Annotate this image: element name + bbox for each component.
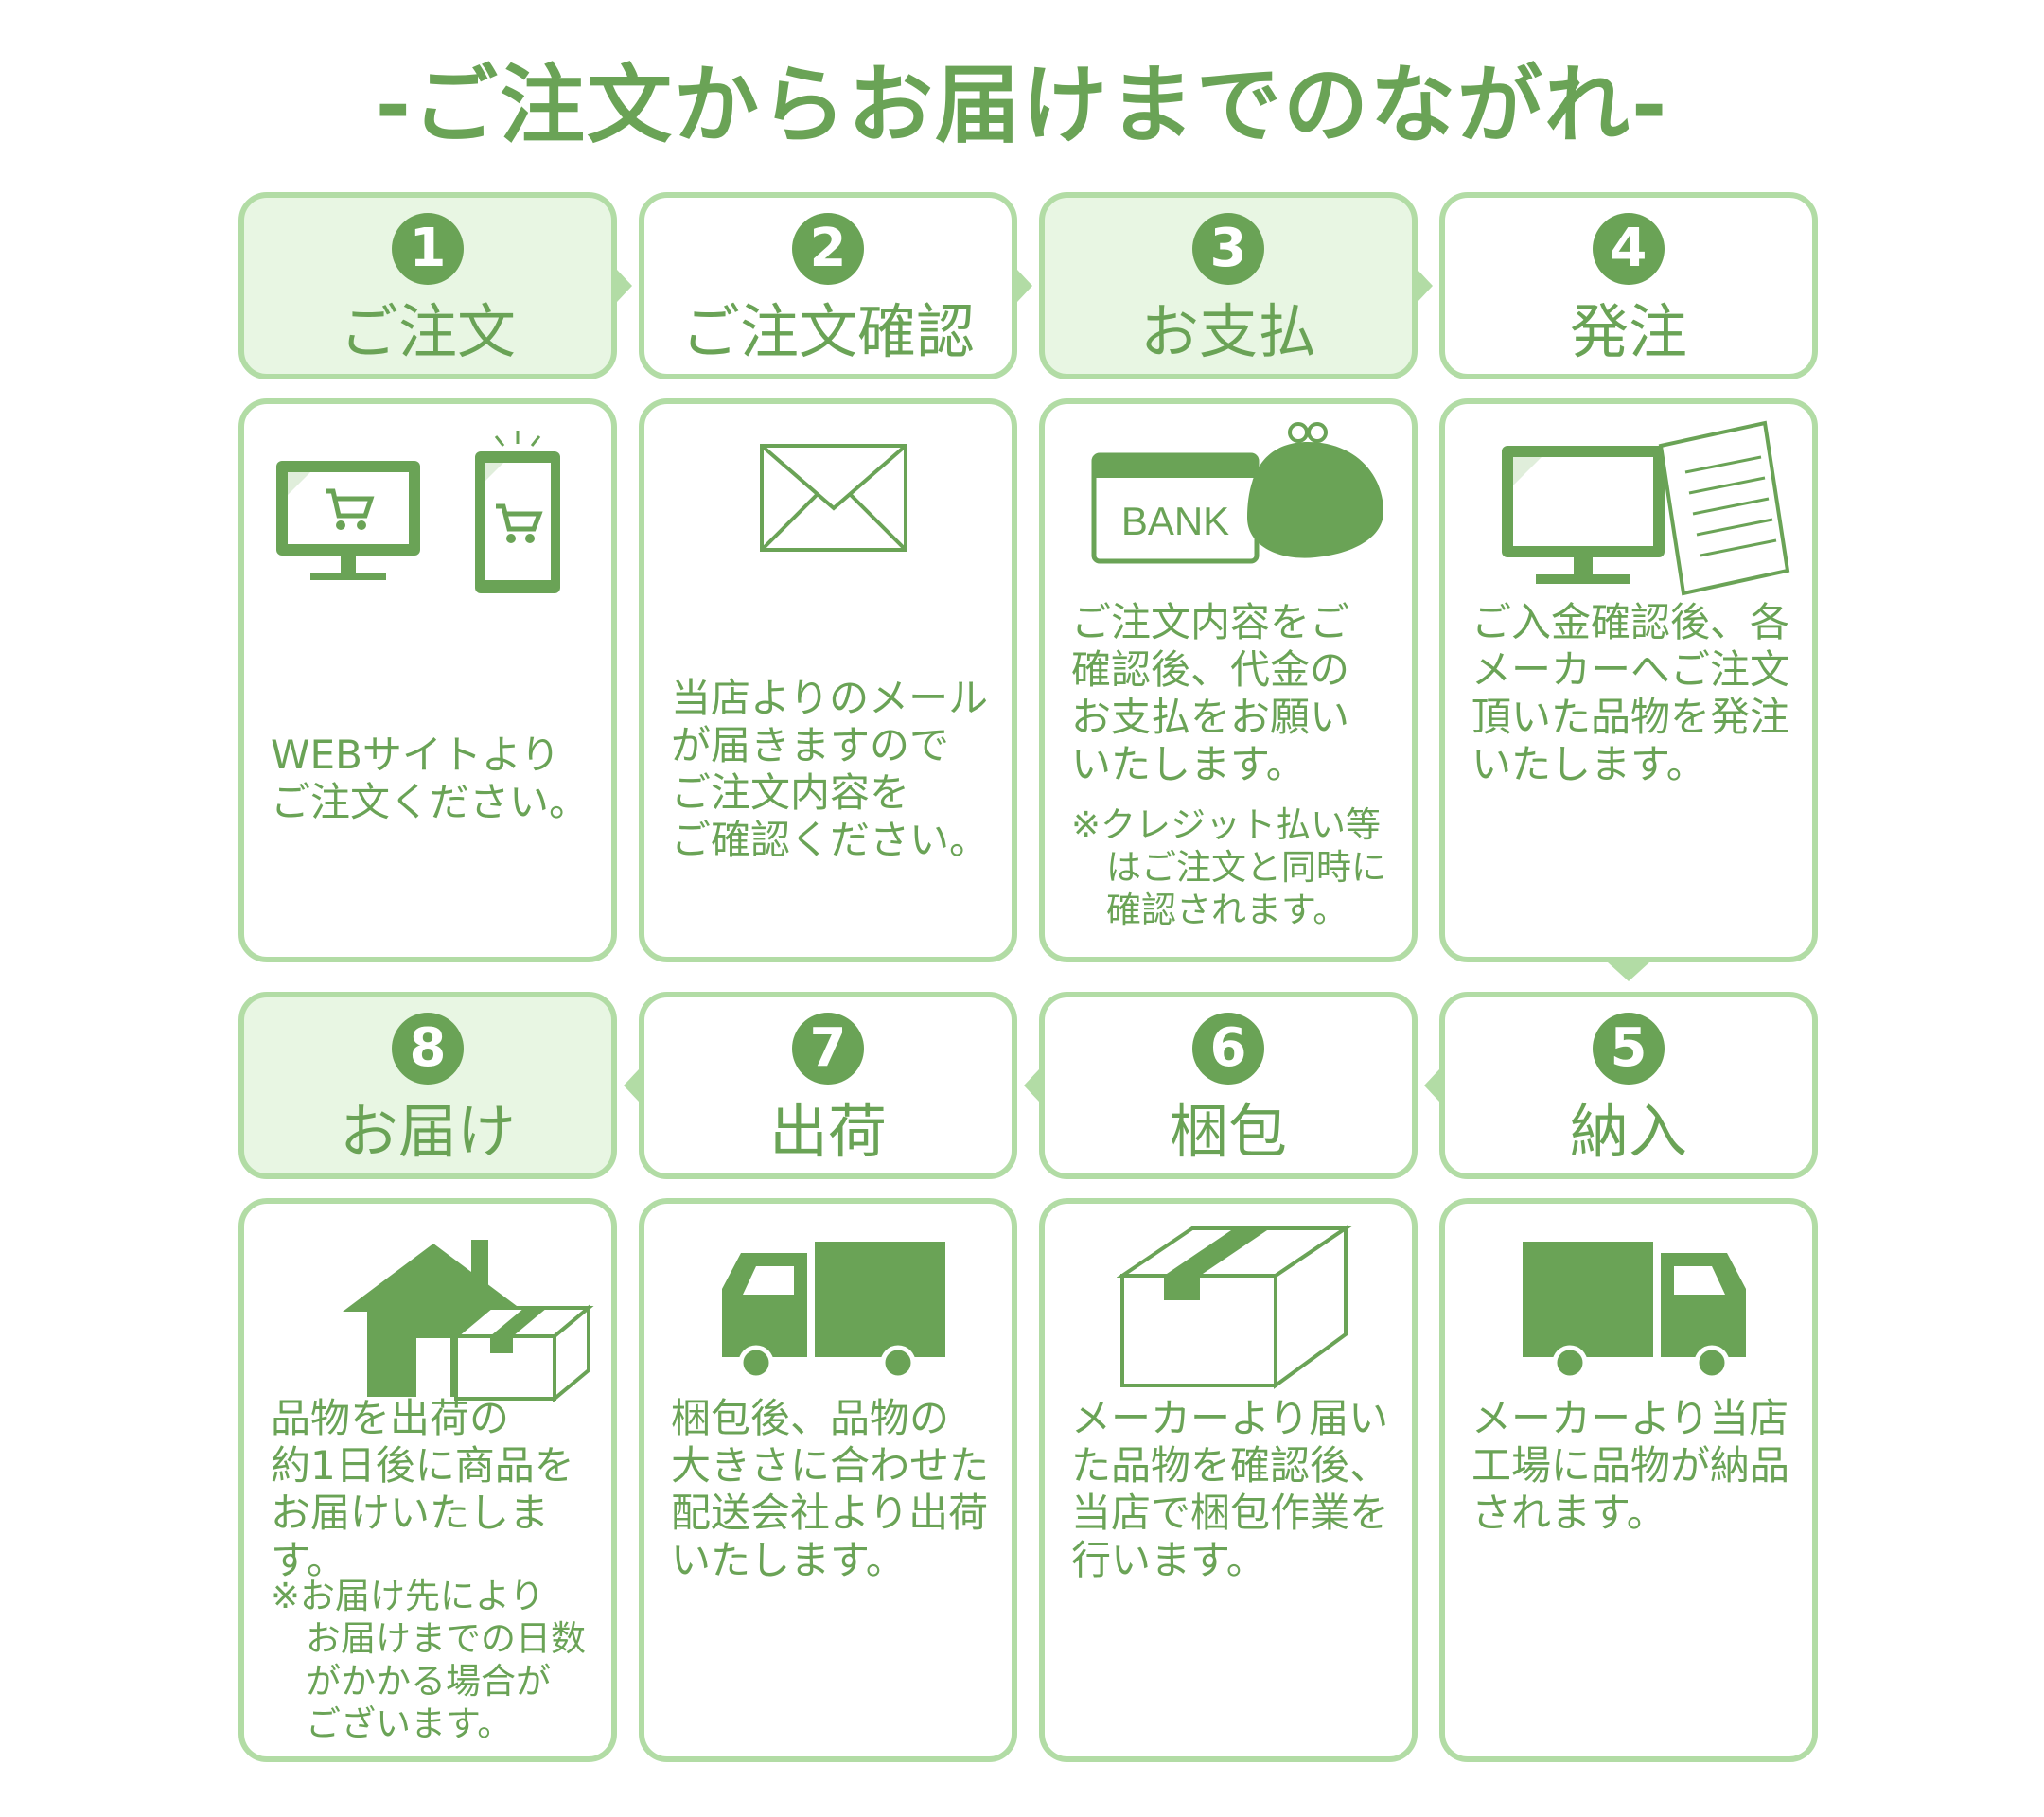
bank-label: BANK — [1121, 499, 1229, 543]
step-label: 発注 — [1569, 297, 1687, 366]
arrow-left-icon — [624, 1069, 639, 1102]
step-label: 梱包 — [1169, 1097, 1287, 1166]
box-icon — [452, 1303, 594, 1402]
arrow-right-icon — [1017, 270, 1032, 302]
step-4-body: ご入金確認後、各 メーカーへご注文 頂いた品物を発注 いたします。 — [1439, 398, 1818, 962]
step-3-header: 3 お支払 — [1039, 192, 1418, 379]
arrow-right-icon — [617, 270, 632, 302]
arrow-down-icon — [1608, 962, 1649, 981]
document-icon — [1658, 420, 1790, 596]
step-description: メーカーより届い た品物を確認後、 当店で梱包作業を 行います。 — [1071, 1395, 1390, 1583]
monitor-icon — [1502, 446, 1665, 584]
step-number-badge: 7 — [792, 1013, 864, 1085]
smartphone-cart-icon — [475, 431, 560, 593]
step-description: メーカーより当店 工場に品物が納品 されます。 — [1471, 1395, 1790, 1536]
step-description: 当店よりのメール が届きますので ご注文内容を ご確認ください。 — [671, 675, 990, 863]
step-label: 納入 — [1569, 1097, 1687, 1166]
box-icon — [1117, 1225, 1352, 1389]
step-6-header: 6 梱包 — [1039, 992, 1418, 1179]
truck-icon — [722, 1242, 945, 1380]
step-note: ※お届け先により お届けまでの日数 がかかる場合が ございます。 — [271, 1576, 586, 1744]
step-7-body: 梱包後、品物の 大きさに合わせた 配送会社より出荷 いたします。 — [639, 1198, 1017, 1762]
step-description: 梱包後、品物の 大きさに合わせた 配送会社より出荷 いたします。 — [671, 1395, 990, 1583]
step-description: WEBサイトより ご注文ください。 — [271, 732, 590, 825]
step-description: ご入金確認後、各 メーカーへご注文 頂いた品物を発注 いたします。 — [1471, 599, 1790, 787]
step-number-badge: 4 — [1593, 213, 1665, 285]
step-6-body: メーカーより届い た品物を確認後、 当店で梱包作業を 行います。 — [1039, 1198, 1418, 1762]
step-note: ※クレジット払い等 はご注文と同時に 確認されます。 — [1071, 804, 1386, 930]
step-2-header: 2 ご注文確認 — [639, 192, 1017, 379]
page-title: -ご注文からお届けまでのながれ- — [375, 56, 1669, 155]
step-number-badge: 5 — [1593, 1013, 1665, 1085]
step-1-body: WEBサイトより ご注文ください。 — [238, 398, 617, 962]
step-8-header: 8 お届け — [238, 992, 617, 1179]
house-icon — [343, 1240, 524, 1397]
step-description: ご注文内容をご 確認後、代金の お支払をお願い いたします。 — [1071, 599, 1350, 787]
step-5-body: メーカーより当店 工場に品物が納品 されます。 — [1439, 1198, 1818, 1762]
step-4-header: 4 発注 — [1439, 192, 1818, 379]
step-number-badge: 3 — [1192, 213, 1264, 285]
step-label: ご注文確認 — [680, 297, 975, 366]
monitor-cart-icon — [276, 461, 420, 580]
envelope-icon — [760, 444, 907, 552]
step-description: 品物を出荷の 約1日後に商品を お届けいたします。 — [271, 1395, 574, 1583]
step-7-header: 7 出荷 — [639, 992, 1017, 1179]
truck-icon — [1523, 1242, 1746, 1380]
step-label: お届け — [339, 1097, 516, 1166]
step-number-badge: 8 — [392, 1013, 464, 1085]
step-5-header: 5 納入 — [1439, 992, 1818, 1179]
step-number-badge: 6 — [1192, 1013, 1264, 1085]
step-2-body: 当店よりのメール が届きますので ご注文内容を ご確認ください。 — [639, 398, 1017, 962]
arrow-left-icon — [1424, 1069, 1439, 1102]
arrow-right-icon — [1418, 270, 1433, 302]
step-1-header: 1 ご注文 — [238, 192, 617, 379]
step-number-badge: 1 — [392, 213, 464, 285]
step-number-badge: 2 — [792, 213, 864, 285]
step-3-body: BANK ご注文内容をご 確認後、代金の お支払をお願い いたします。 ※クレジ… — [1039, 398, 1418, 962]
step-label: 出荷 — [768, 1097, 887, 1166]
step-8-body: 品物を出荷の 約1日後に商品を お届けいたします。 ※お届け先により お届けまで… — [238, 1198, 617, 1762]
arrow-left-icon — [1024, 1069, 1039, 1102]
bank-card-icon: BANK — [1091, 452, 1260, 564]
step-label: お支払 — [1139, 297, 1316, 366]
coin-purse-icon — [1247, 422, 1383, 558]
step-label: ご注文 — [339, 297, 516, 366]
